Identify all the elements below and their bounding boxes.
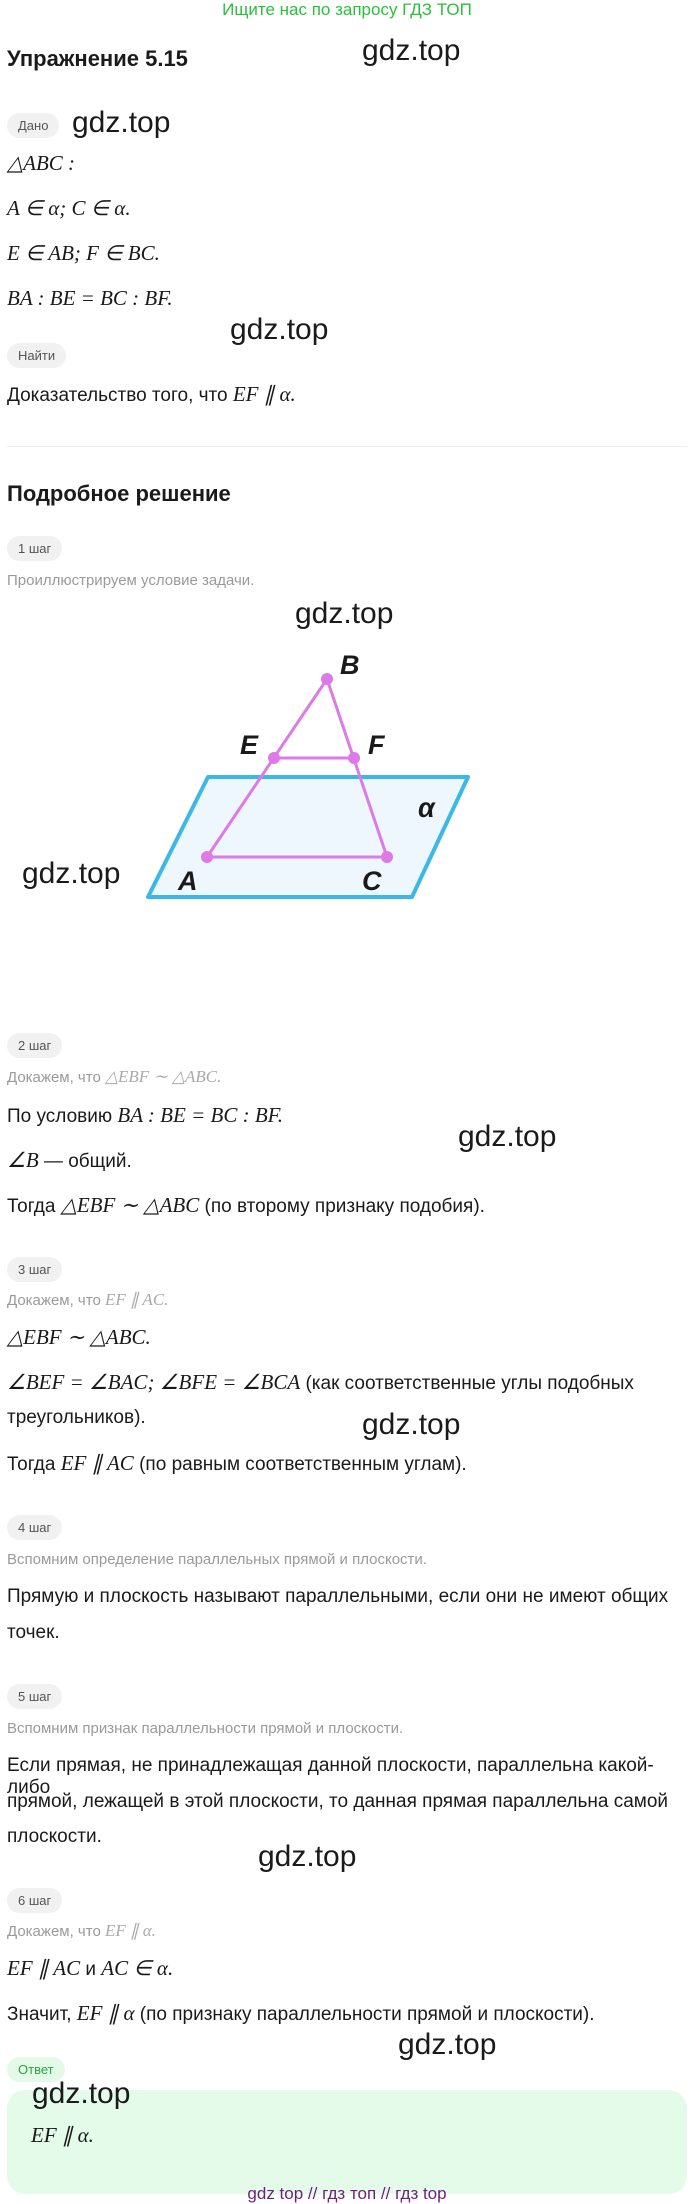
step-6-hint: Докажем, что EF ∥ α. (7, 1921, 156, 1940)
side-ba (205, 678, 329, 858)
side-bc (325, 678, 389, 858)
given-line-3: E ∈ AB; F ∈ BC. (7, 241, 160, 265)
watermark: gdz.top (32, 2077, 131, 2110)
find-statement: Доказательство того, что EF ∥ α. (7, 382, 296, 407)
watermark: gdz.top (458, 1120, 557, 1153)
watermark: gdz.top (398, 2028, 497, 2061)
step-2-hint: Докажем, что △EBF ∼ △ABC. (7, 1067, 222, 1086)
step-4-line-2: точек. (7, 1622, 60, 1643)
find-math: EF ∥ α. (232, 382, 296, 406)
step-3-line-2: ∠BEF = ∠BAC; ∠BFE = ∠BCA (как соответств… (7, 1370, 634, 1394)
step-2-line-1: По условию BA : BE = BC : BF. (7, 1103, 284, 1127)
step-6-line-2: Значит, EF ∥ α (по признаку параллельнос… (7, 2001, 595, 2025)
answer-box (7, 2090, 687, 2194)
label-alpha: α (418, 793, 436, 823)
solution-title: Подробное решение (7, 481, 231, 506)
step-5-line-2: прямой, лежащей в этой плоскости, то дан… (7, 1791, 669, 1812)
watermark: gdz.top (22, 857, 121, 890)
step-5-label: 5 шаг (7, 1684, 63, 1709)
watermark: gdz.top (362, 1408, 461, 1441)
step-4-label: 4 шаг (7, 1515, 63, 1540)
answer-label: Ответ (7, 2057, 65, 2082)
step-3-line-2-cont: треугольников). (7, 1407, 146, 1428)
step-5-line-3: плоскости. (7, 1826, 102, 1847)
step-2-label: 2 шаг (7, 1033, 63, 1058)
find-label: Найти (7, 343, 67, 368)
label-b: B (340, 650, 360, 680)
step-3-hint: Докажем, что EF ∥ AC. (7, 1290, 169, 1309)
page-title: Упражнение 5.15 (7, 46, 188, 71)
watermark: gdz.top (362, 34, 461, 67)
step-3-line-3: Тогда EF ∥ AC (по равным соответственным… (7, 1451, 467, 1475)
step-5-line-1: Если прямая, не принадлежащая данной пло… (7, 1755, 654, 1798)
watermark: gdz.top (258, 1840, 357, 1873)
given-line-1: △ABC : (7, 151, 76, 175)
point-a (201, 851, 213, 863)
given-line-4: BA : BE = BC : BF. (7, 286, 173, 310)
step-2-line-3: Тогда △EBF ∼ △ABC (по второму признаку п… (7, 1193, 485, 1217)
top-search-link[interactable]: Ищите нас по запросу ГДЗ ТОП (222, 0, 472, 19)
given-label: Дано (7, 113, 60, 138)
plane-alpha (146, 775, 470, 899)
divider (7, 446, 687, 447)
step-1-hint: Проиллюстрируем условие задачи. (7, 572, 255, 589)
geometry-figure: B E F A C α (146, 650, 470, 899)
step-6-label: 6 шаг (7, 1888, 63, 1913)
step-5-hint: Вспомним признак параллельности прямой и… (7, 1720, 404, 1737)
step-3-line-1: △EBF ∼ △ABC. (7, 1325, 151, 1349)
point-e (268, 752, 280, 764)
watermark: gdz.top (72, 106, 171, 139)
step-2-line-2: ∠B — общий. (7, 1148, 132, 1172)
watermark: gdz.top (295, 597, 394, 630)
watermark: gdz.top (230, 313, 329, 346)
find-text: Доказательство того, что (7, 385, 228, 406)
label-e: E (240, 730, 259, 760)
point-f (348, 752, 360, 764)
point-b (321, 673, 333, 685)
step-1-label: 1 шаг (7, 536, 63, 561)
label-f: F (368, 730, 386, 760)
label-a: A (177, 866, 198, 896)
footer-links[interactable]: gdz top // гдз топ // гдз top (247, 2184, 447, 2203)
answer-math: EF ∥ α. (31, 2123, 94, 2147)
step-6-line-1: EF ∥ AC и AC ∈ α. (7, 1956, 174, 1980)
step-3-label: 3 шаг (7, 1257, 63, 1282)
point-c (381, 851, 393, 863)
step-4-line-1: Прямую и плоскость называют параллельным… (7, 1586, 669, 1607)
given-line-2: A ∈ α; C ∈ α. (7, 196, 131, 220)
step-4-hint: Вспомним определение параллельных прямой… (7, 1551, 427, 1568)
label-c: C (362, 866, 382, 896)
